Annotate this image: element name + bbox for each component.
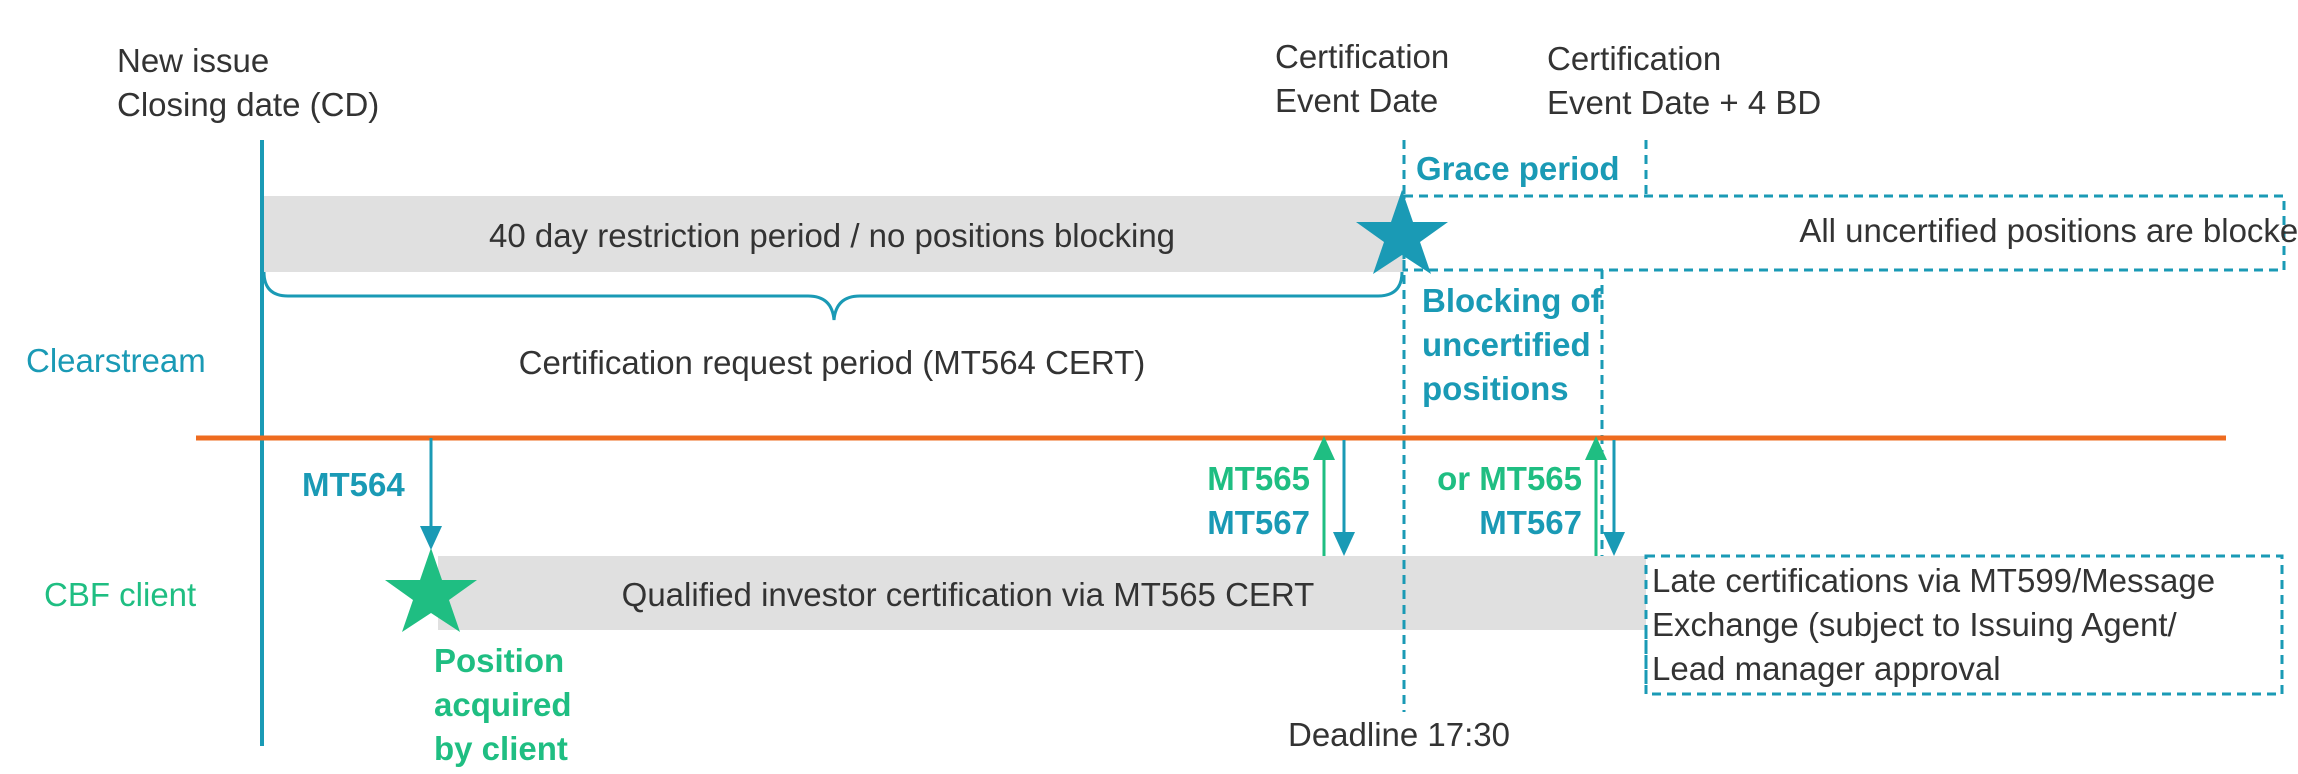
blocked-positions-box (1402, 194, 2286, 272)
late-certifications-line1: Late certifications via MT599/Message (1652, 562, 2215, 599)
late-certifications-line2: Exchange (subject to Issuing Agent/ (1652, 606, 2177, 643)
mt567-down-arrow-icon (1333, 440, 1355, 556)
mt565-label: MT565 (1207, 460, 1310, 497)
certification-band (438, 556, 1646, 630)
event-date-label-line1: Certification (1275, 38, 1449, 75)
event-date-star-icon (1356, 190, 1448, 274)
blocking-label-line1: Blocking of (1422, 282, 1603, 319)
position-acquired-line3: by client (434, 730, 568, 767)
mt567-b-label: MT567 (1479, 504, 1582, 541)
or-mt565-up-arrow-icon (1585, 436, 1607, 556)
certification-band-label: Qualified investor certification via MT5… (622, 576, 1315, 613)
event-date-plus4-label-line2: Event Date + 4 BD (1547, 84, 1821, 121)
mt567-b-down-arrow-icon (1603, 440, 1625, 556)
mt564-arrow-icon (420, 438, 442, 550)
certification-request-period-label: Certification request period (MT564 CERT… (519, 344, 1146, 381)
event-date-plus4-label-line1: Certification (1547, 40, 1721, 77)
lane-label-cbf-client: CBF client (44, 576, 196, 613)
mt564-label: MT564 (302, 466, 405, 503)
closing-date-label-line2: Closing date (CD) (117, 86, 379, 123)
deadline-label: Deadline 17:30 (1288, 716, 1510, 753)
certification-request-brace (262, 271, 1404, 321)
late-certifications-box (1644, 554, 2284, 696)
position-acquired-star-icon (385, 548, 477, 632)
lane-label-clearstream: Clearstream (26, 342, 206, 379)
late-certifications-line3: Lead manager approval (1652, 650, 2001, 687)
event-date-label-line2: Event Date (1275, 82, 1438, 119)
position-acquired-line2: acquired (434, 686, 572, 723)
restriction-period-band (262, 196, 1404, 272)
grace-period-label: Grace period (1416, 150, 1620, 187)
blocked-positions-label: All uncertified positions are blocked (1799, 212, 2298, 249)
restriction-period-label: 40 day restriction period / no positions… (489, 217, 1175, 254)
mt565-up-arrow-icon (1313, 436, 1335, 556)
position-acquired-line1: Position (434, 642, 564, 679)
closing-date-label-line1: New issue (117, 42, 269, 79)
mt567-label: MT567 (1207, 504, 1310, 541)
or-mt565-label: or MT565 (1437, 460, 1582, 497)
blocking-label-line3: positions (1422, 370, 1569, 407)
blocking-label-line2: uncertified (1422, 326, 1591, 363)
